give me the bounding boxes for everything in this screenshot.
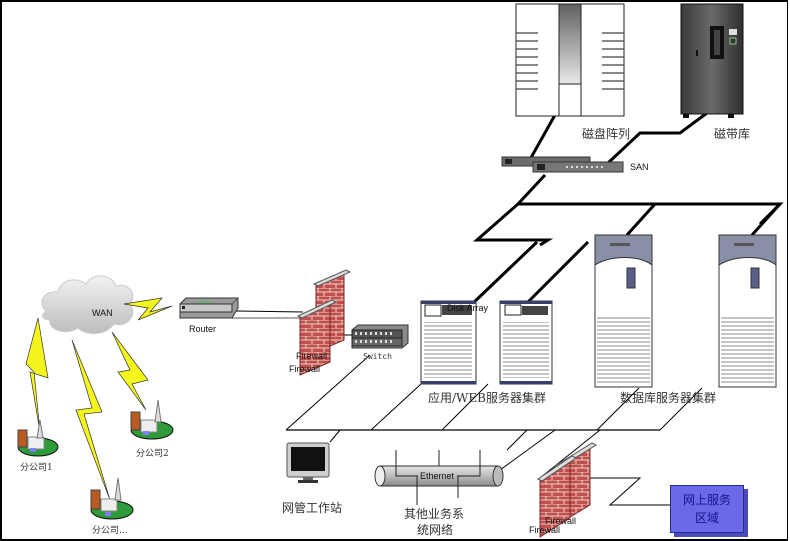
link-san-bus2 bbox=[473, 202, 554, 247]
link-switch-bus bbox=[285, 354, 371, 431]
lightning-icon bbox=[111, 331, 149, 411]
workstation-monitor-icon[interactable] bbox=[286, 442, 330, 483]
branch-office-1-label: 分公司1 bbox=[20, 462, 53, 473]
firewall-icon[interactable] bbox=[296, 269, 352, 376]
branch-office-1-icon[interactable] bbox=[17, 419, 59, 457]
other-systems-label-line1: 其他业务系 bbox=[404, 506, 464, 521]
branch-office-3-icon[interactable] bbox=[90, 477, 134, 520]
branch-office-2-label: 分公司2 bbox=[136, 448, 169, 459]
link-db1-bus bbox=[596, 387, 640, 431]
online-firewall-front-label: Firewall bbox=[529, 525, 560, 535]
lightning-icon bbox=[71, 339, 111, 501]
san-switch-icon[interactable] bbox=[501, 156, 624, 173]
link-bus-fw2 bbox=[506, 429, 528, 451]
router-label: Router bbox=[189, 324, 216, 334]
link-disk-san bbox=[526, 114, 557, 164]
link-web2-bus bbox=[441, 383, 489, 431]
link-san-web2 bbox=[522, 240, 590, 308]
ethernet-label: Ethernet bbox=[420, 471, 455, 481]
link-router-firewall bbox=[234, 310, 304, 313]
link-db2-bus bbox=[659, 387, 703, 431]
online-service-zone[interactable]: 网上服务 区域 bbox=[670, 485, 744, 533]
other-systems-label-line2: 统网络 bbox=[417, 522, 453, 537]
switch-icon[interactable] bbox=[351, 324, 409, 349]
disk-array-label: 磁盘阵列 bbox=[582, 126, 630, 141]
lightning-icon bbox=[123, 297, 173, 321]
firewall-back-label: Firewall bbox=[296, 351, 327, 361]
disk-array-overlay-label: Disk Array bbox=[447, 303, 489, 313]
link-bus-db2 bbox=[750, 202, 782, 237]
link-bus-workstation bbox=[329, 429, 341, 443]
web-server-1-icon[interactable] bbox=[420, 300, 477, 385]
branch-office-3-label: 分公司... bbox=[92, 525, 128, 536]
db-cluster-label: 数据库服务器集群 bbox=[620, 390, 716, 405]
link-fw2-zone bbox=[578, 477, 670, 506]
switch-label: Switch bbox=[363, 352, 392, 361]
tape-library-icon[interactable] bbox=[680, 3, 744, 118]
wan-label: WAN bbox=[92, 308, 113, 318]
db-server-2-icon[interactable] bbox=[718, 234, 777, 388]
branch-office-2-icon[interactable] bbox=[130, 399, 174, 440]
router-icon[interactable] bbox=[179, 297, 239, 319]
link-tape-san bbox=[606, 111, 708, 165]
online-firewall-back-label: Firewall bbox=[545, 516, 576, 526]
lightning-icon bbox=[25, 317, 49, 433]
link-web1-bus bbox=[370, 383, 422, 431]
connections bbox=[228, 111, 784, 506]
online-service-zone-line1: 网上服务 bbox=[682, 493, 731, 507]
firewall-front-label: Firewall bbox=[289, 364, 320, 374]
link-bus-db1 bbox=[625, 202, 657, 237]
db-server-1-icon[interactable] bbox=[594, 234, 653, 388]
link-san-bus bbox=[514, 173, 784, 226]
web-cluster-label: 应用/WEB服务器集群 bbox=[428, 390, 546, 405]
online-firewall-icon[interactable] bbox=[537, 442, 598, 538]
wan-cloud-icon[interactable] bbox=[41, 275, 134, 334]
ethernet-bus-icon[interactable] bbox=[374, 450, 504, 505]
link-san-web1 bbox=[468, 240, 539, 308]
workstation-label: 网管工作站 bbox=[282, 500, 342, 515]
san-label: SAN bbox=[630, 162, 649, 172]
disk-array-icon[interactable] bbox=[515, 3, 625, 117]
link-bus-fw2b bbox=[539, 429, 601, 479]
online-service-zone-line2: 区域 bbox=[694, 511, 719, 525]
link-bus-ethernet bbox=[499, 429, 556, 471]
web-server-2-icon[interactable] bbox=[499, 300, 553, 385]
tape-library-label: 磁带库 bbox=[714, 126, 750, 141]
